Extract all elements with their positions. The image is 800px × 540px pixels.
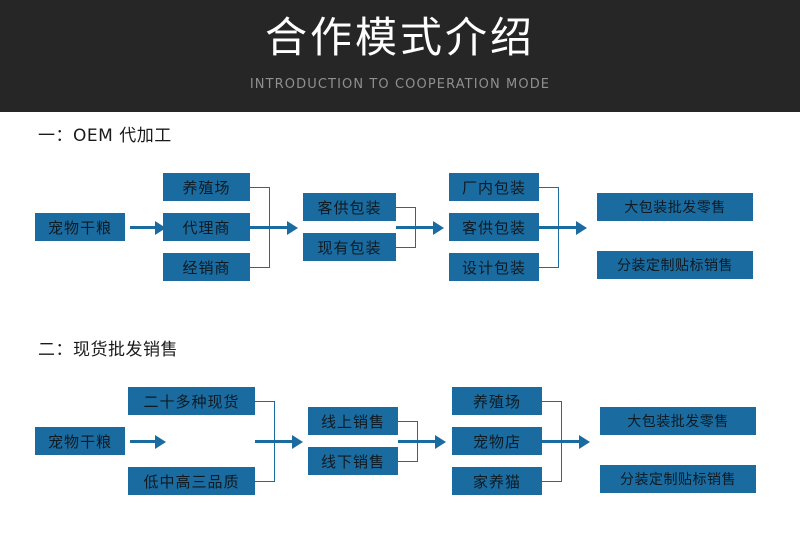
flow-box-oem-c4-2[interactable]: 设计包装 [449, 253, 539, 281]
arrow-stock-c3-c4 [398, 440, 436, 443]
page-subtitle: INTRODUCTION TO COOPERATION MODE [249, 77, 551, 92]
flow-box-oem-c1-0[interactable]: 宠物干粮 [35, 213, 125, 241]
flow-box-oem-c2-0[interactable]: 养殖场 [163, 173, 250, 201]
flow-box-oem-c2-2[interactable]: 经销商 [163, 253, 250, 281]
connector-oem-c3-top [396, 207, 416, 208]
page-title: 合作模式介绍 [264, 13, 535, 62]
arrow-stock-c4-c5 [542, 440, 580, 443]
arrow-stock-c1-c2 [130, 440, 156, 443]
connector-stock-c3-top [398, 421, 418, 422]
flow-box-oem-c5-1[interactable]: 分装定制贴标销售 [597, 251, 753, 279]
section-stock: 二：现货批发销售 宠物干粮 二十多种现货 低中高三品质 线上销售 线下销售 养殖… [0, 326, 800, 540]
connector-stock-c2-bottom [255, 481, 275, 482]
arrow-stock-c2-c3 [255, 440, 293, 443]
connector-stock-c4-bottom [542, 481, 562, 482]
flow-box-stock-c5-1[interactable]: 分装定制贴标销售 [600, 465, 756, 493]
flow-box-stock-c4-0[interactable]: 养殖场 [452, 387, 542, 415]
flow-box-stock-c2-1[interactable]: 低中高三品质 [128, 467, 255, 495]
arrow-oem-c1-c2 [130, 226, 156, 229]
connector-oem-c2-bottom [250, 267, 270, 268]
flow-box-stock-c1-0[interactable]: 宠物干粮 [35, 427, 125, 455]
flow-box-stock-c4-1[interactable]: 宠物店 [452, 427, 542, 455]
flow-box-oem-c3-1[interactable]: 现有包装 [303, 233, 396, 261]
flow-box-oem-c2-1[interactable]: 代理商 [163, 213, 250, 241]
connector-oem-c3-bottom [396, 247, 416, 248]
flowchart-stock: 宠物干粮 二十多种现货 低中高三品质 线上销售 线下销售 养殖场 宠物店 家养猫… [0, 370, 800, 530]
connector-oem-c2-top [250, 187, 270, 188]
flow-box-stock-c5-0[interactable]: 大包装批发零售 [600, 407, 756, 435]
flow-box-oem-c4-1[interactable]: 客供包装 [449, 213, 539, 241]
connector-oem-c4-top [539, 187, 559, 188]
arrow-oem-c2-c3 [250, 226, 288, 229]
flow-box-oem-c3-0[interactable]: 客供包装 [303, 193, 396, 221]
arrow-oem-c3-c4 [396, 226, 434, 229]
connector-stock-c3-bottom [398, 461, 418, 462]
arrow-oem-c4-c5 [539, 226, 577, 229]
header-banner: 合作模式介绍 INTRODUCTION TO COOPERATION MODE [0, 0, 800, 112]
section-oem: 一：OEM 代加工 宠物干粮 养殖场 代理商 经销商 客供包装 现有包装 厂内包… [0, 112, 800, 326]
flow-box-oem-c5-0[interactable]: 大包装批发零售 [597, 193, 753, 221]
connector-oem-c4-bottom [539, 267, 559, 268]
flow-box-stock-c3-0[interactable]: 线上销售 [308, 407, 398, 435]
flowchart-oem: 宠物干粮 养殖场 代理商 经销商 客供包装 现有包装 厂内包装 客供包装 设计包… [0, 156, 800, 316]
section-title-oem: 一：OEM 代加工 [38, 126, 172, 146]
flow-box-stock-c3-1[interactable]: 线下销售 [308, 447, 398, 475]
section-title-stock: 二：现货批发销售 [38, 340, 178, 360]
flow-box-stock-c4-2[interactable]: 家养猫 [452, 467, 542, 495]
connector-stock-c2-top [255, 401, 275, 402]
connector-stock-c4-top [542, 401, 562, 402]
flow-box-oem-c4-0[interactable]: 厂内包装 [449, 173, 539, 201]
flow-box-stock-c2-0[interactable]: 二十多种现货 [128, 387, 255, 415]
